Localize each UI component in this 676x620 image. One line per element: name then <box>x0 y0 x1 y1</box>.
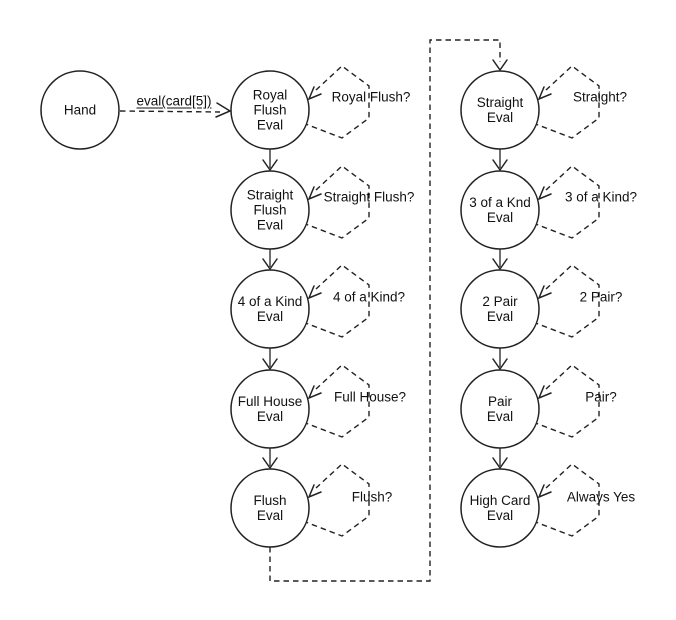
transition-full-house-to-flush <box>262 446 278 469</box>
state-label-pair: Pair Eval <box>486 394 514 424</box>
transition-two-pair-to-pair <box>492 347 508 370</box>
state-pair-eval <box>460 369 540 449</box>
state-label-three-of-a-kind: 3 of a Knd Eval <box>469 195 531 225</box>
state-label-high-card: High Card Eval <box>469 493 531 523</box>
state-three-of-a-kind-eval <box>460 170 540 250</box>
state-label-royal-flush: Royal Flush Eval <box>252 87 288 133</box>
state-straight-eval <box>460 70 540 150</box>
feedback-arrowhead-icon <box>492 59 508 72</box>
decision-label-full-house: Full House? <box>333 389 407 405</box>
decision-label-four-of-a-kind: 4 of a Kind? <box>332 289 406 305</box>
decision-label-always-yes: Always Yes <box>566 489 636 505</box>
state-straight-flush-eval <box>230 170 310 250</box>
transition-three-kind-to-two-pair <box>492 247 508 270</box>
state-label-four-of-a-kind: 4 of a Kind Eval <box>237 294 303 324</box>
state-label-flush: Flush Eval <box>253 493 287 523</box>
state-four-of-a-kind-eval <box>230 269 310 349</box>
state-flush-eval <box>230 468 310 548</box>
decision-label-straight: Straight? <box>572 89 628 105</box>
transition-royal-to-straight-flush <box>262 148 278 171</box>
transition-hand-arrowhead-icon <box>215 102 232 118</box>
state-label-hand: Hand <box>63 102 97 118</box>
state-label-two-pair: 2 Pair Eval <box>482 294 518 324</box>
decision-label-three-of-a-kind: 3 of a Kind? <box>564 189 638 205</box>
decision-label-royal-flush: Royal Flush? <box>331 89 411 105</box>
decision-label-straight-flush: Straight Flush? <box>323 189 415 205</box>
decision-label-pair: Pair? <box>585 389 617 405</box>
transition-four-kind-to-full-house <box>262 347 278 370</box>
transition-flush-to-straight-feedback <box>269 39 501 582</box>
state-hand <box>40 70 120 150</box>
state-full-house-eval <box>230 369 310 449</box>
transition-straight-flush-to-four-kind <box>262 247 278 270</box>
state-high-card-eval <box>460 468 540 548</box>
transition-pair-to-high-card <box>492 446 508 469</box>
state-label-straight-flush: Straight Flush Eval <box>246 187 294 233</box>
transition-straight-to-three-kind <box>492 148 508 171</box>
state-label-full-house: Full House Eval <box>237 394 303 424</box>
state-label-straight: Straight Eval <box>476 95 524 125</box>
decision-label-flush: Flush? <box>351 489 393 505</box>
state-two-pair-eval <box>460 269 540 349</box>
edge-label-eval-card5: eval(card[5]) <box>136 93 212 109</box>
transition-hand-to-royal-flush <box>119 110 221 113</box>
decision-label-two-pair: 2 Pair? <box>579 289 623 305</box>
state-royal-flush-eval <box>230 70 310 150</box>
